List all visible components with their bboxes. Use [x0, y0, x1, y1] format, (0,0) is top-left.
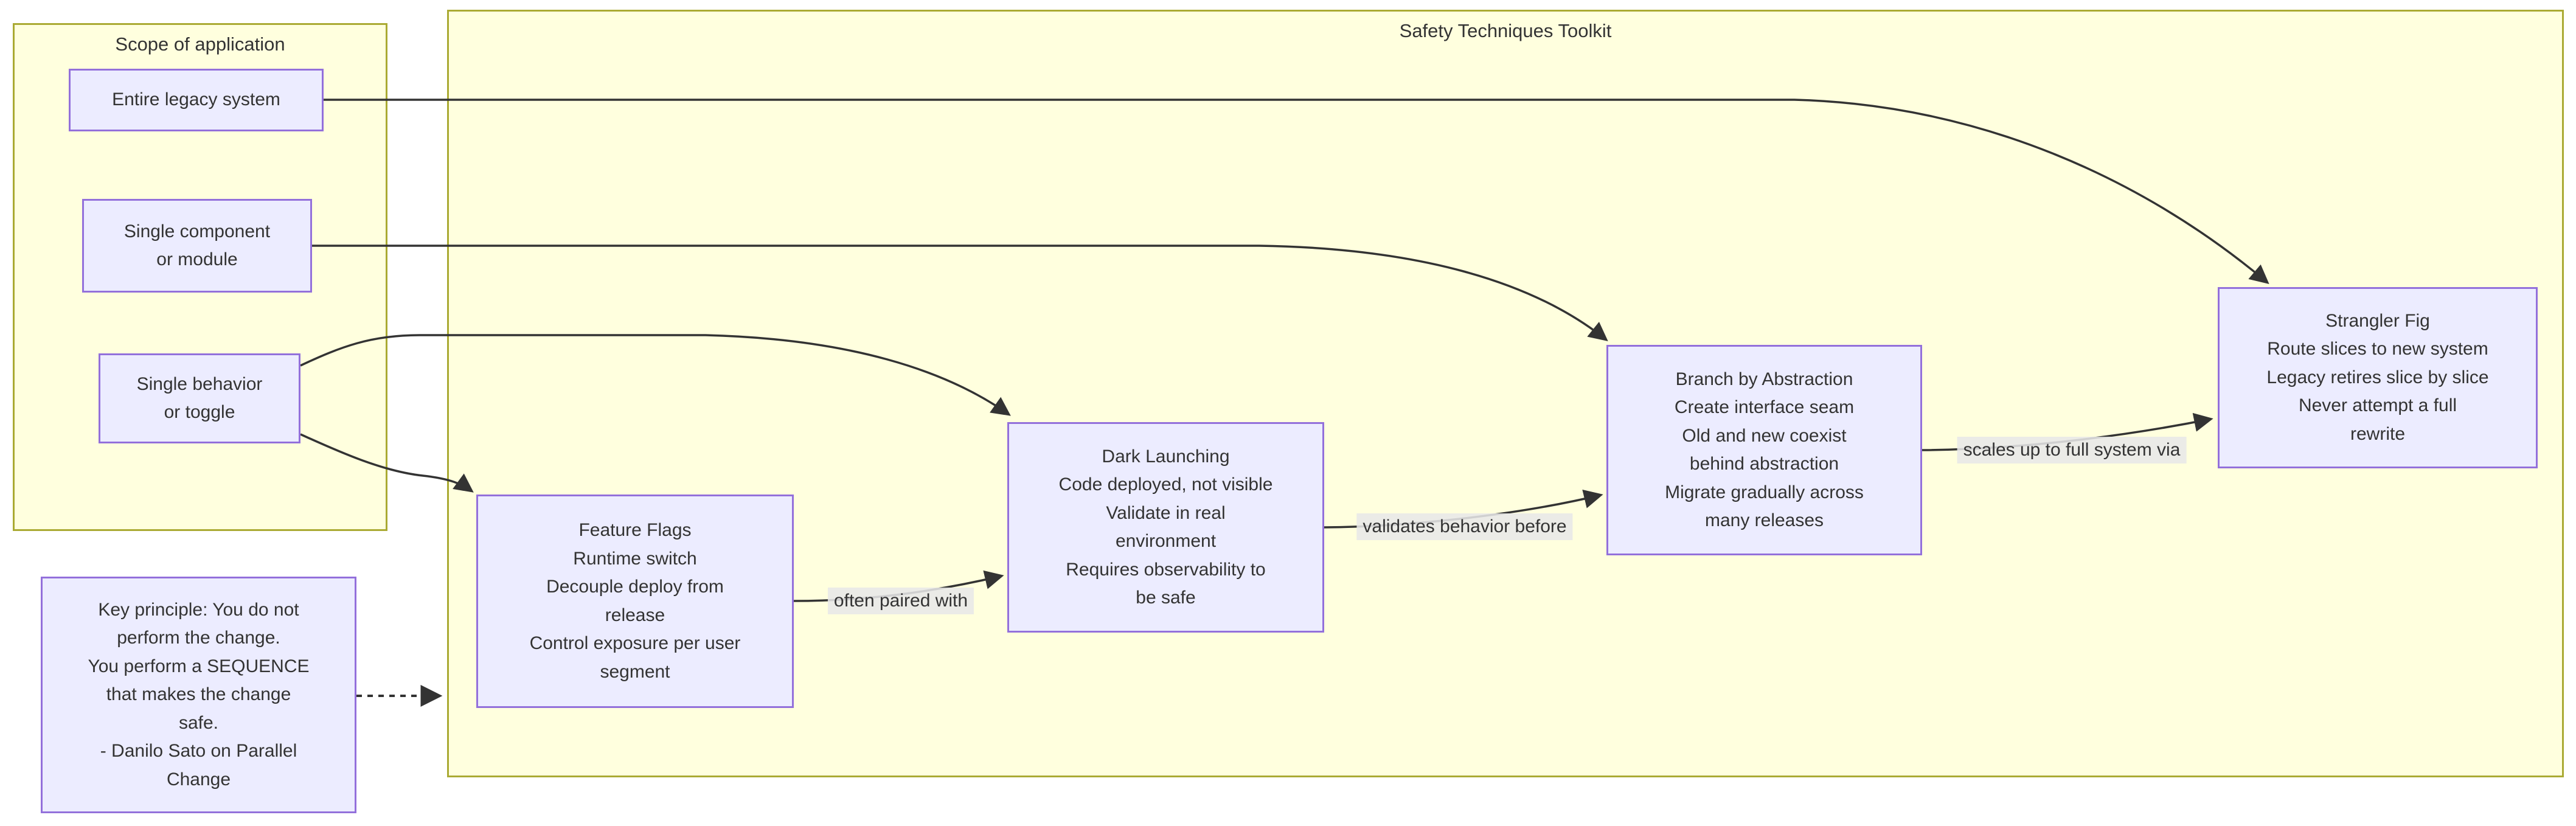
edge-label-scales-up-to-full-system-via: scales up to full system via	[1957, 437, 2187, 463]
subgraph-safety-techniques-toolkit: Safety Techniques Toolkit	[447, 10, 2564, 777]
node-entire-legacy-system: Entire legacy system	[69, 69, 324, 131]
edge-single-component-to-branch-by-abstraction	[312, 245, 1608, 341]
edge-single-behavior-to-dark-launching	[300, 334, 1011, 416]
edge-label-validates-behavior-before: validates behavior before	[1356, 513, 1573, 540]
node-single-behavior-or-toggle: Single behavior or toggle	[99, 353, 300, 443]
note-key-principle: Key principle: You do not perform the ch…	[41, 577, 356, 813]
edge-single-behavior-to-feature-flags	[300, 433, 474, 493]
edge-label-often-paired-with: often paired with	[827, 588, 974, 614]
node-strangler-fig: Strangler Fig Route slices to new system…	[2218, 287, 2538, 468]
node-single-component-or-module: Single component or module	[82, 199, 312, 293]
node-feature-flags: Feature Flags Runtime switch Decouple de…	[476, 495, 794, 708]
node-branch-by-abstraction: Branch by Abstraction Create interface s…	[1606, 345, 1922, 555]
edge-entire-legacy-to-strangler-fig	[324, 99, 2269, 285]
subgraph-toolkit-title: Safety Techniques Toolkit	[1399, 20, 1612, 41]
subgraph-scope-title: Scope of application	[115, 33, 285, 55]
node-dark-launching: Dark Launching Code deployed, not visibl…	[1007, 422, 1324, 633]
